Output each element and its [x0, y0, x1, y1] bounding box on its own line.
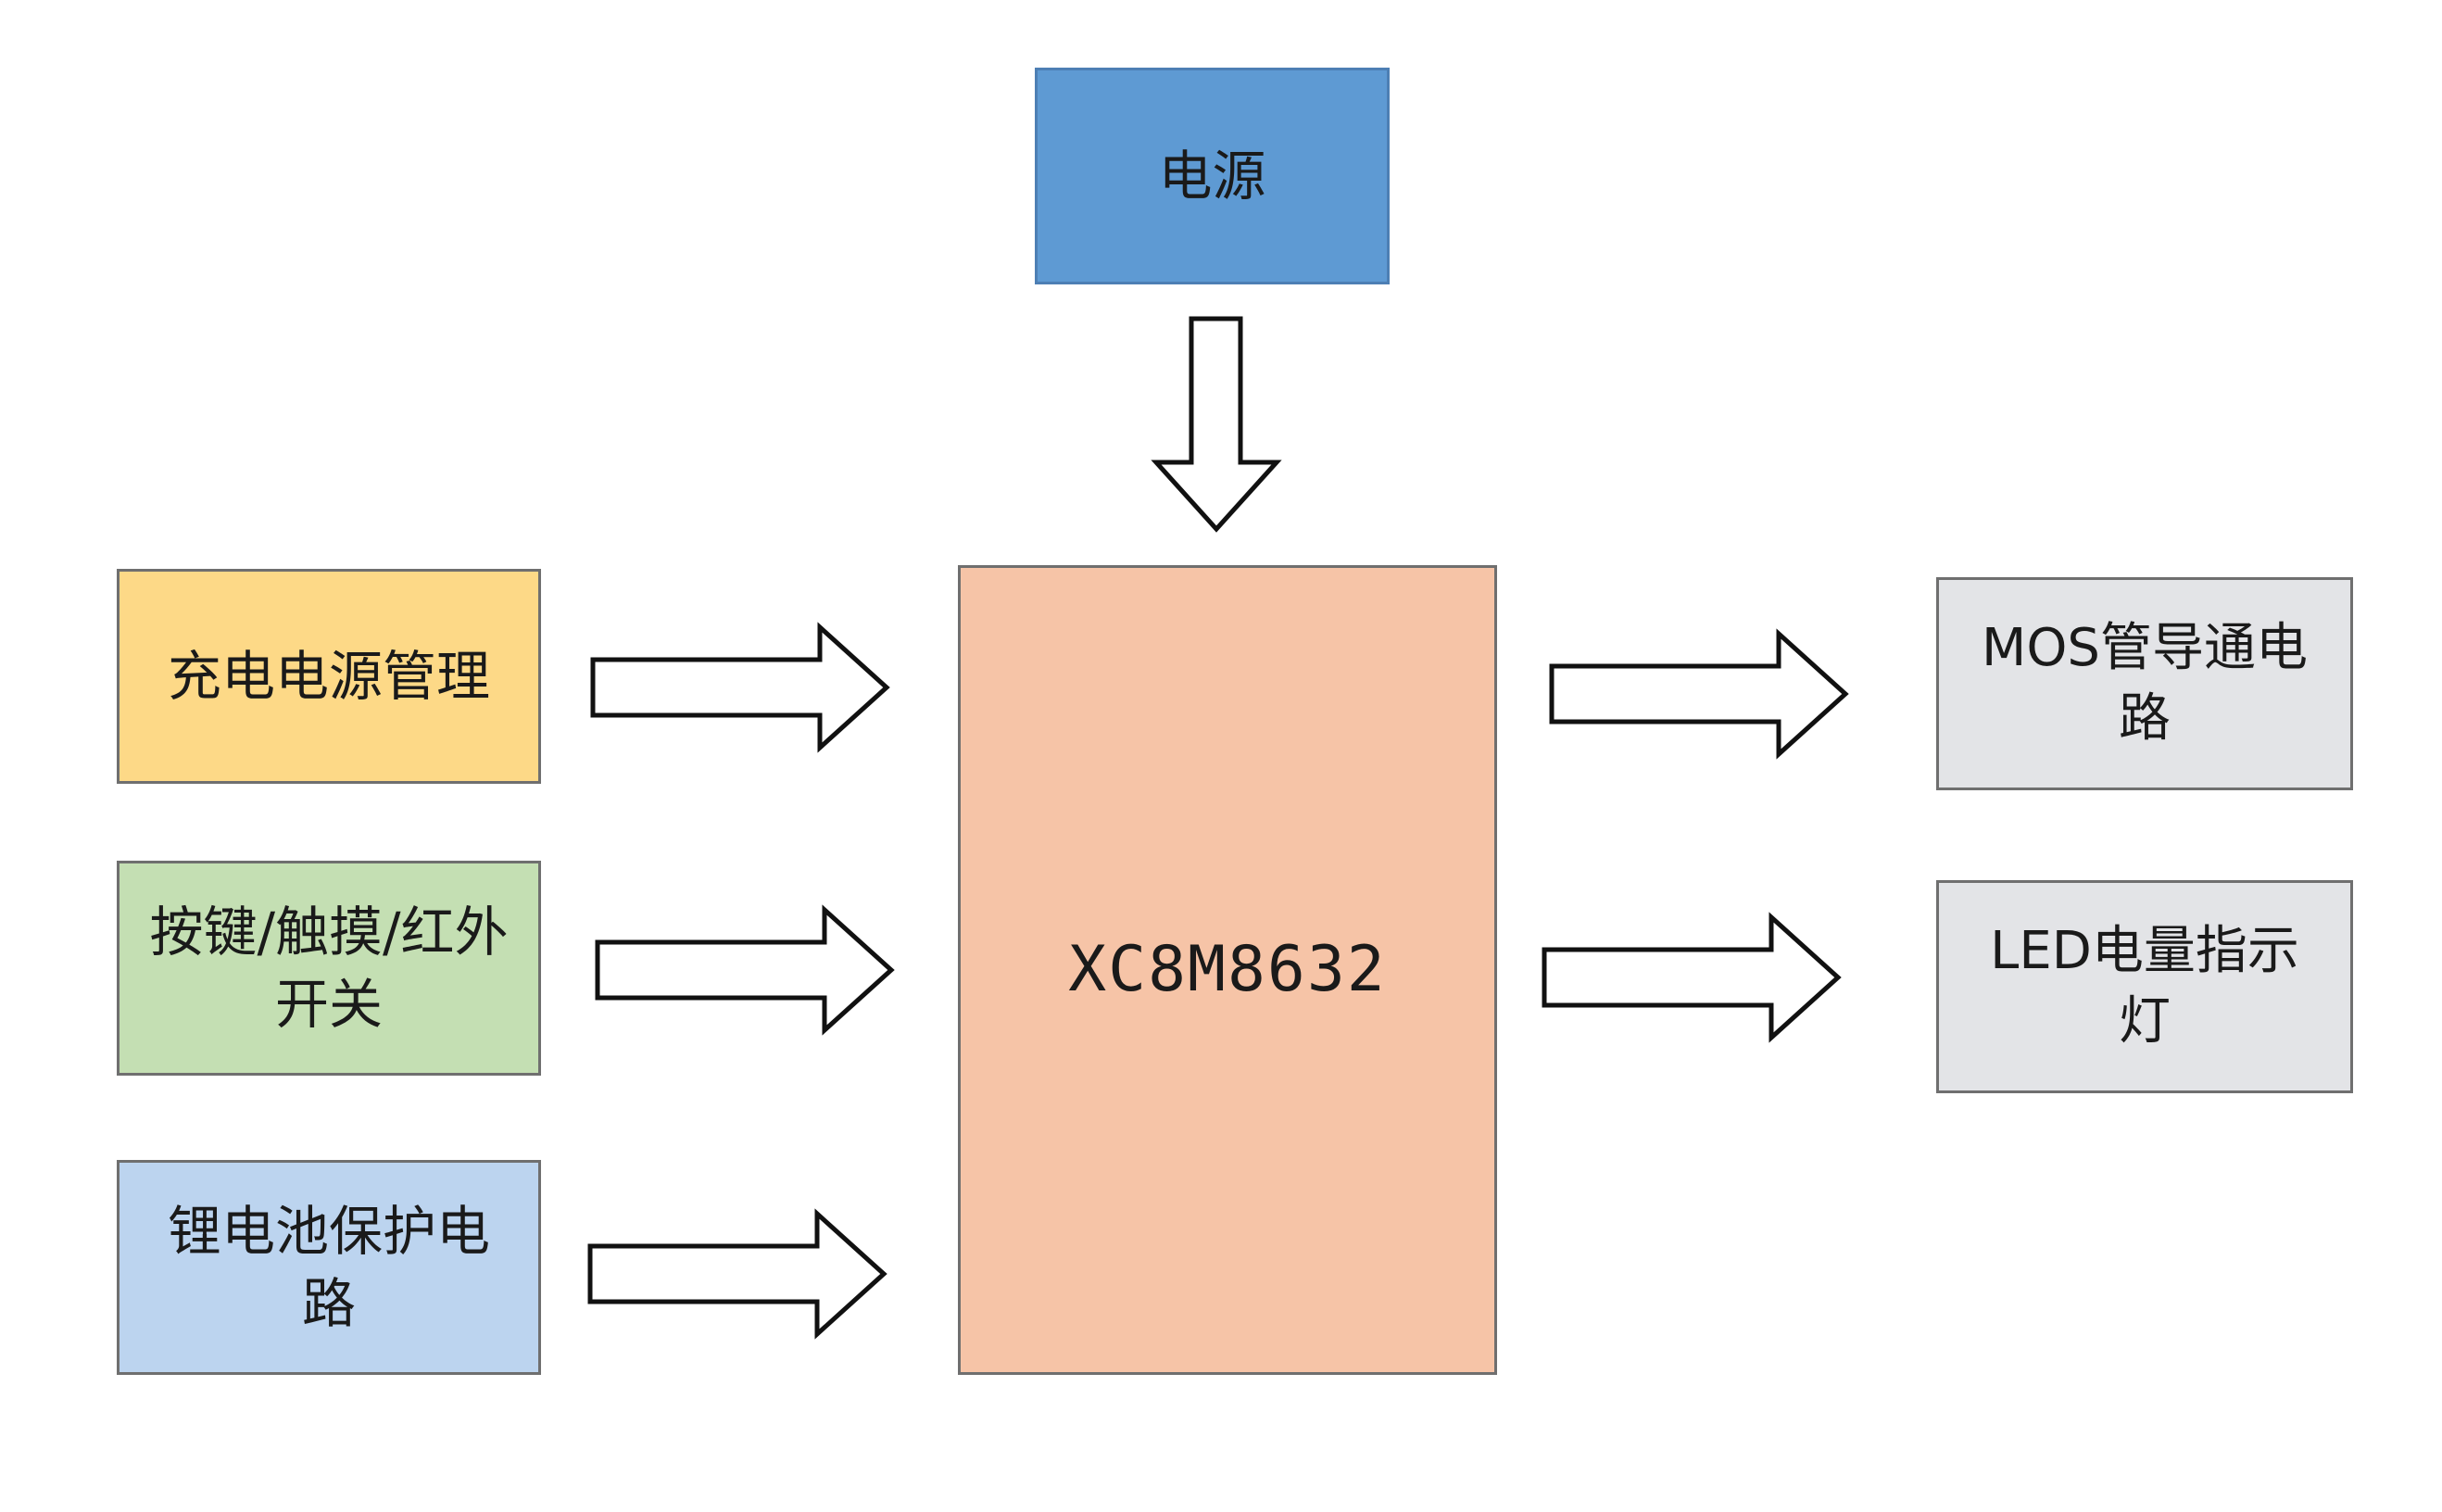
- mos-conduction-block: MOS管导通电路: [1936, 577, 2353, 790]
- charge-management-block: 充电电源管理: [117, 569, 541, 784]
- led-indicator-label: LED电量指示灯: [1990, 921, 2299, 1052]
- switch-label: 按键/触摸/红外开关: [149, 900, 509, 1036]
- power-label: 电源: [1158, 144, 1266, 208]
- mcu-label: XC8M8632: [1068, 933, 1387, 1007]
- arrow-charge-to-mcu-icon: [590, 622, 890, 753]
- charge-management-label: 充电电源管理: [167, 644, 490, 708]
- switch-block: 按键/触摸/红外开关: [117, 861, 541, 1076]
- arrow-power-to-mcu-icon: [1151, 316, 1282, 533]
- battery-protection-block: 锂电池保护电路: [117, 1160, 541, 1375]
- power-block: 电源: [1035, 68, 1390, 284]
- arrow-battery-to-mcu-icon: [587, 1208, 887, 1340]
- arrow-mcu-to-led-icon: [1542, 912, 1842, 1043]
- mos-conduction-label: MOS管导通电路: [1982, 618, 2308, 749]
- mcu-block: XC8M8632: [958, 565, 1497, 1375]
- arrow-switch-to-mcu-icon: [595, 904, 895, 1036]
- arrow-mcu-to-mos-icon: [1549, 628, 1849, 760]
- led-indicator-block: LED电量指示灯: [1936, 880, 2353, 1093]
- battery-protection-label: 锂电池保护电路: [167, 1199, 490, 1335]
